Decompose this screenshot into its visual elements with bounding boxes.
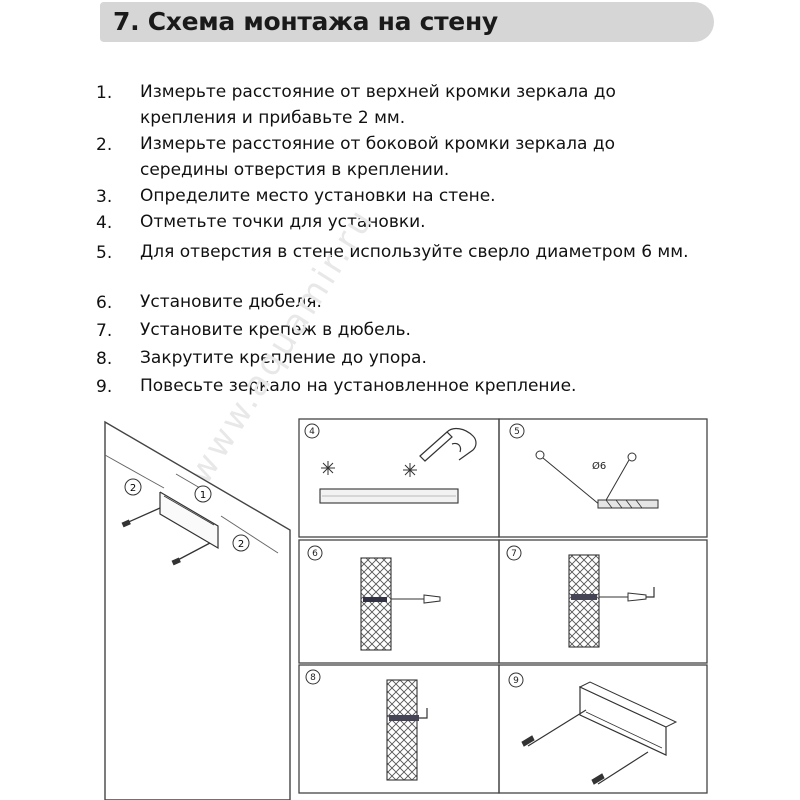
hole-mark-icon [535, 450, 545, 460]
panel-label: 4 [309, 427, 315, 437]
mark-star-icon [403, 463, 417, 477]
step-text: Установите дюбеля. [140, 292, 322, 312]
hole-mark-icon [627, 452, 637, 462]
panel-7 [498, 539, 708, 664]
step-text: Повесьте зеркало на установленное крепле… [140, 376, 577, 396]
step-text: Измерьте расстояние от боковой кромки зе… [140, 134, 616, 180]
mirror-illustration: 2 1 2 [104, 420, 291, 800]
step-number: 5. [96, 243, 113, 263]
wall-section [568, 554, 600, 648]
section-title: 7. Схема монтажа на стену [113, 7, 498, 36]
panel-badge [508, 672, 524, 688]
panel-9-content [521, 681, 678, 785]
screw-icon [591, 773, 605, 785]
step-text: Определите место установки на стене. [140, 186, 496, 206]
step-number: 7. [96, 321, 113, 341]
panel-6-content [360, 557, 441, 651]
mark-star-icon [321, 461, 335, 475]
drill-bit-icon [597, 499, 659, 509]
callout-circle-1 [194, 485, 212, 503]
panel-4-content [319, 427, 477, 504]
step-text: Установите крепеж в дюбель. [140, 320, 411, 340]
panel-badge [304, 423, 320, 439]
step-number: 2. [96, 135, 113, 155]
panel-badge [509, 423, 525, 439]
callout-label: 1 [200, 490, 206, 501]
hook-icon [646, 587, 655, 598]
panel-label: 6 [312, 549, 318, 559]
hand-pencil-icon [419, 427, 477, 462]
step-number: 8. [96, 349, 113, 369]
step-text: Отметьте точки для установки. [140, 212, 426, 232]
screw-icon [627, 592, 647, 602]
panel-label: 7 [511, 549, 517, 559]
step-number: 4. [96, 213, 113, 233]
panel-badge [307, 545, 323, 561]
panel-5 [498, 418, 708, 538]
panel-9 [498, 664, 708, 794]
panel-6 [298, 539, 500, 664]
panel-label: 5 [514, 427, 520, 437]
dowel-icon [423, 594, 441, 604]
wall-section [386, 679, 418, 781]
step-text: Для отверстия в стене используйте сверло… [140, 242, 689, 262]
section-header-bar [100, 2, 714, 42]
step-text: Закрутите крепление до упора. [140, 348, 427, 368]
panel-8-content [386, 679, 428, 781]
measure-line-top [175, 473, 201, 489]
panel-7-content [568, 554, 655, 648]
panel-badge [506, 545, 522, 561]
screw-icon [123, 507, 161, 525]
steps-panel-grid [298, 418, 708, 794]
step-text: Измерьте расстояние от верхней кромки зе… [140, 82, 616, 128]
callout-label: 2 [130, 483, 136, 494]
mirror-panel [104, 420, 291, 800]
step-number: 3. [96, 187, 113, 207]
wall-section [360, 557, 392, 651]
wall-bracket [159, 491, 219, 550]
measure-line-side-right [220, 515, 279, 554]
panel-label: 8 [310, 673, 316, 683]
hook-icon [419, 708, 428, 719]
step-number: 6. [96, 293, 113, 313]
callout-circle-2 [124, 478, 142, 496]
panel-5-content: Ø6 [535, 450, 659, 509]
callout-label: 2 [238, 539, 244, 550]
measure-line-side [104, 454, 147, 479]
callout-circle-2b [232, 534, 250, 552]
screw-icon [173, 542, 211, 563]
step-number: 1. [96, 83, 113, 103]
screw-icon [521, 735, 535, 747]
drill-diameter-label: Ø6 [592, 460, 606, 472]
panel-badge [305, 669, 321, 685]
step-number: 9. [96, 377, 113, 397]
panel-label: 9 [513, 676, 519, 686]
panel-4 [298, 418, 500, 538]
